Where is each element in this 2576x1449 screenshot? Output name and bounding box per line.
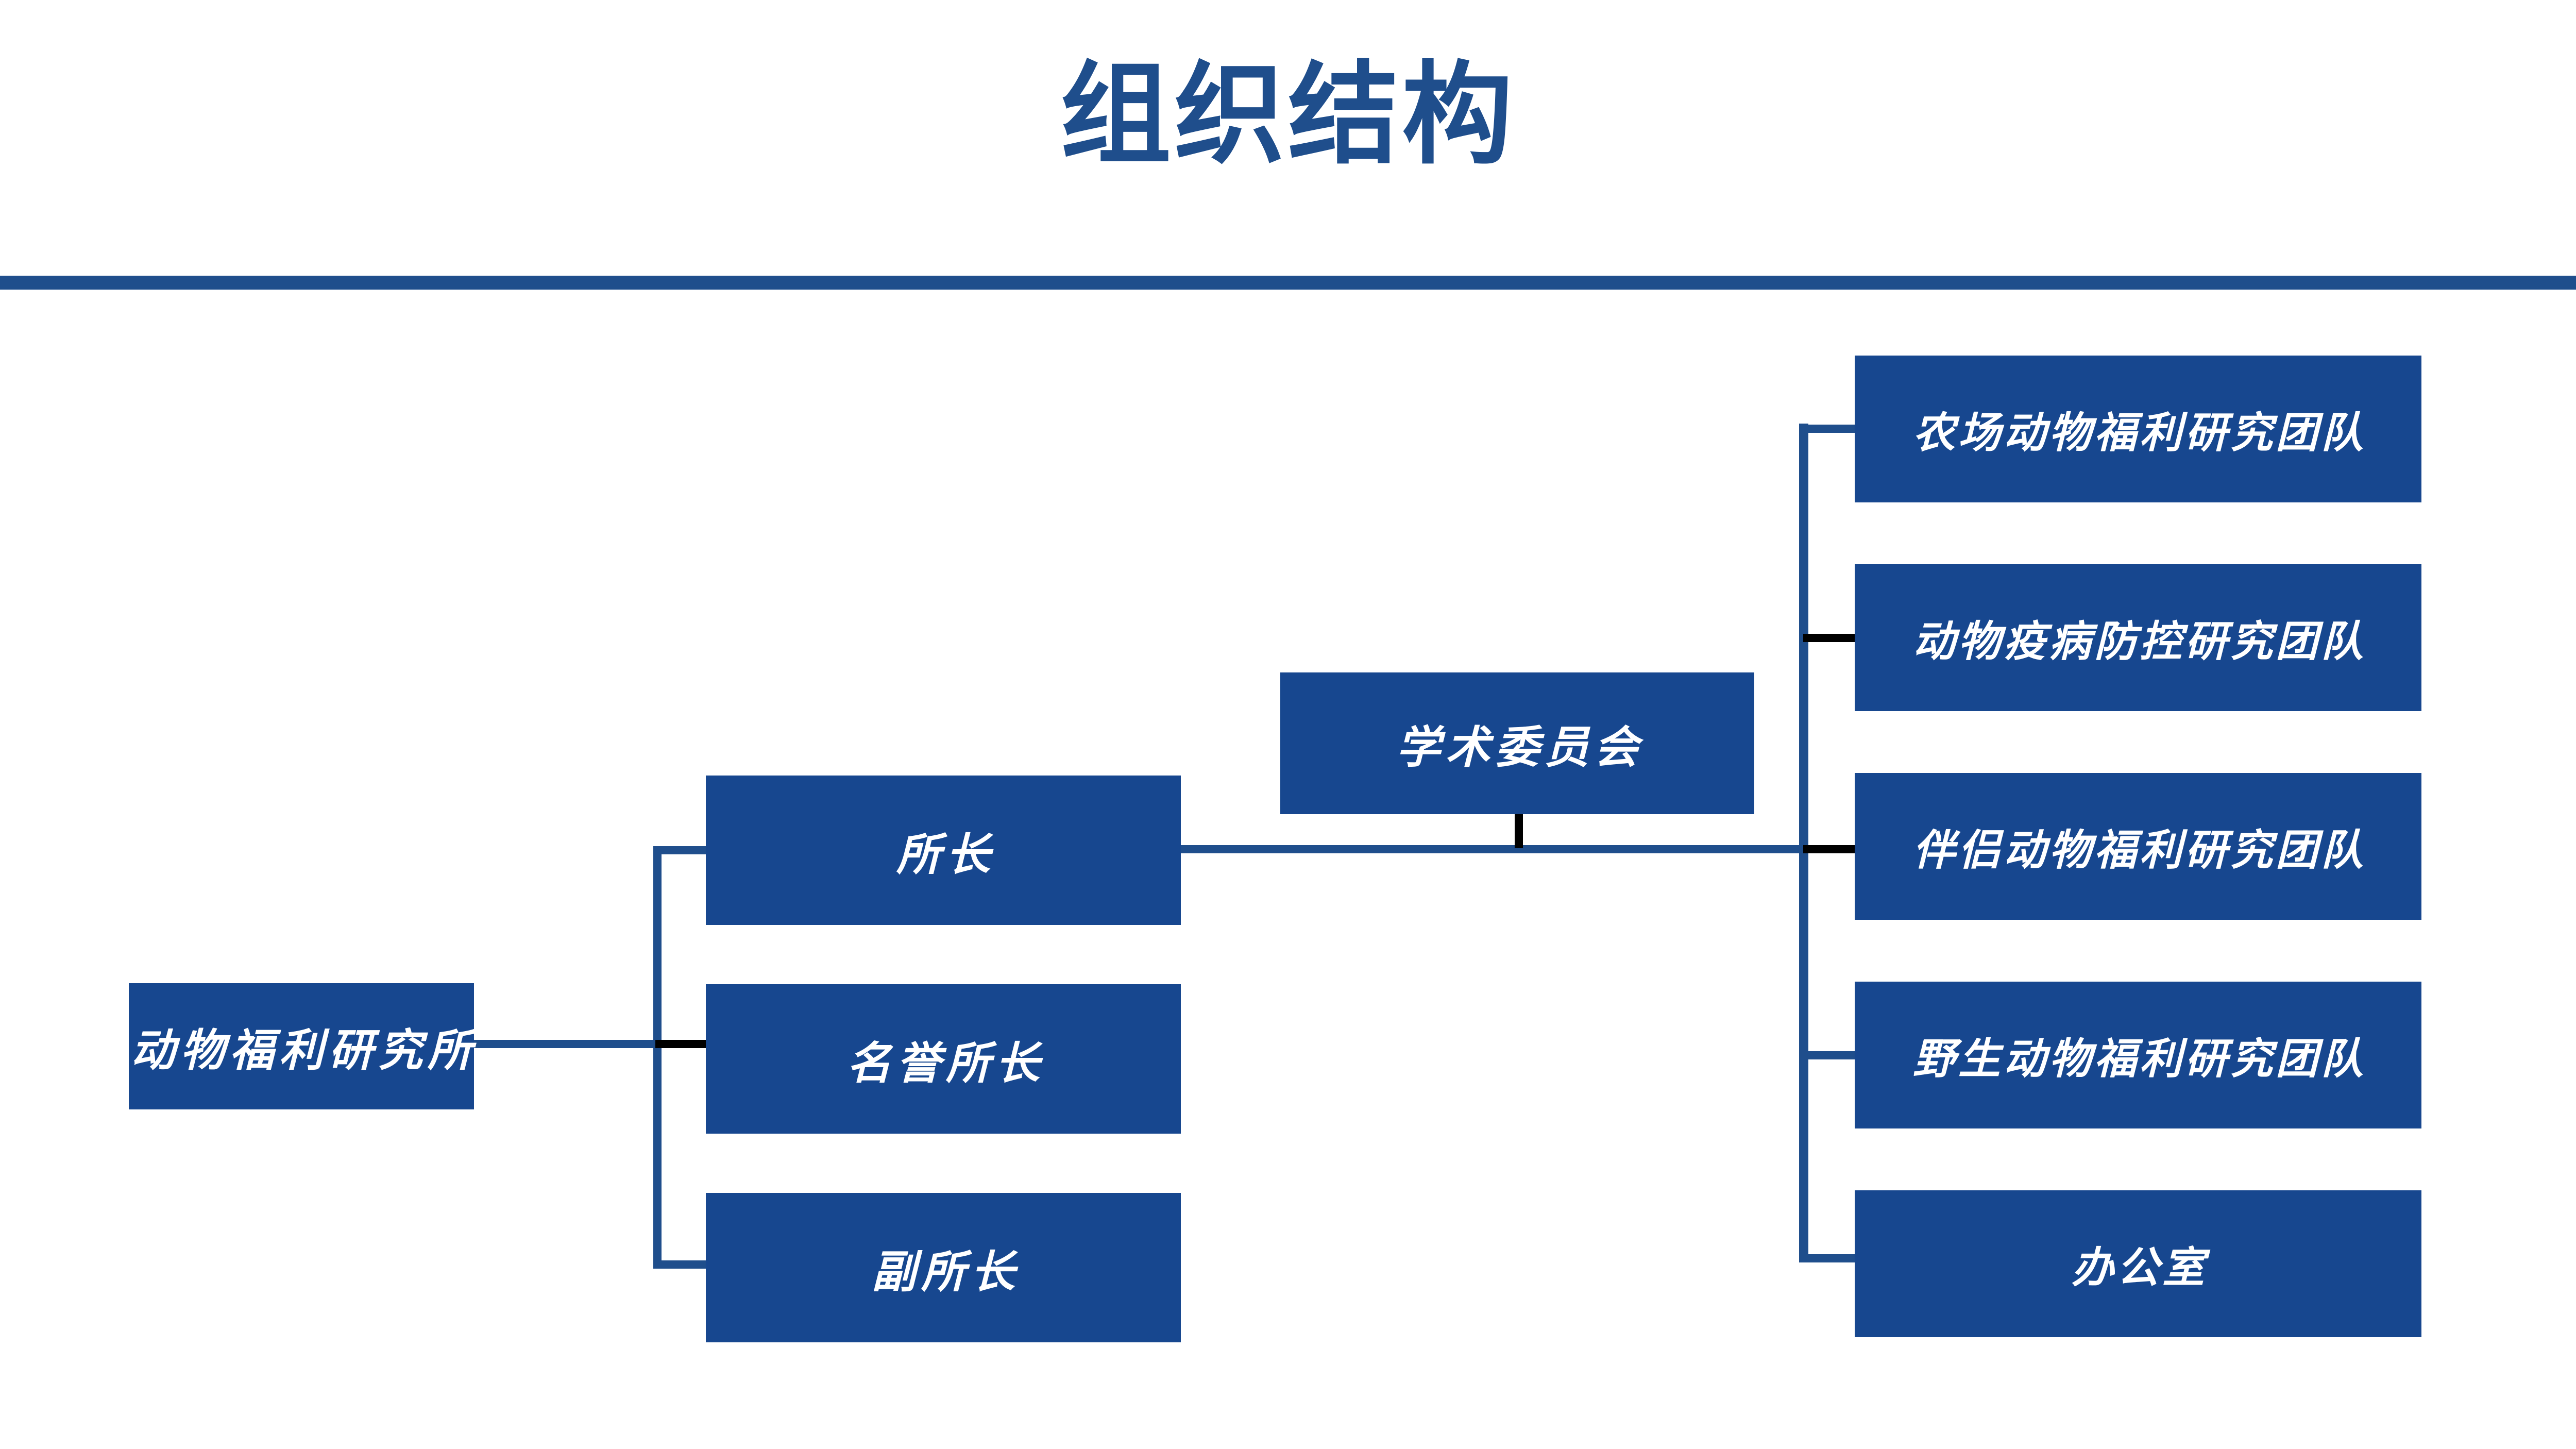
connector-right-bracket-spine (1799, 424, 1808, 1261)
connector-root-stub (474, 1040, 653, 1048)
node-deputy-director[interactable]: 副所长 (706, 1193, 1181, 1342)
connector-arm-team-disease-highlight (1803, 634, 1857, 642)
node-academic-committee[interactable]: 学术委员会 (1280, 672, 1754, 814)
connector-trunk-director-to-teams (1181, 845, 1807, 853)
connector-arm-honorary-director-highlight (655, 1040, 710, 1048)
connector-arm-team-farm (1799, 425, 1857, 433)
connector-arm-deputy-director (653, 1260, 710, 1269)
connector-arm-team-wildlife (1799, 1051, 1857, 1059)
node-office[interactable]: 办公室 (1855, 1190, 2421, 1337)
node-director[interactable]: 所长 (706, 776, 1181, 925)
node-animal-welfare-institute[interactable]: 动物福利研究所 (129, 983, 474, 1109)
page-title: 组织结构 (1060, 53, 1516, 177)
connector-committee-drop (1515, 814, 1523, 848)
node-honorary-director[interactable]: 名誉所长 (706, 984, 1181, 1134)
node-team-farm-animal-welfare[interactable]: 农场动物福利研究团队 (1855, 356, 2421, 502)
connector-arm-office (1799, 1254, 1857, 1262)
node-team-wildlife-welfare[interactable]: 野生动物福利研究团队 (1855, 982, 2421, 1128)
connector-arm-team-companion-highlight (1803, 845, 1857, 853)
node-team-animal-disease-control[interactable]: 动物疫病防控研究团队 (1855, 564, 2421, 711)
node-team-companion-animal-welfare[interactable]: 伴侣动物福利研究团队 (1855, 773, 2421, 920)
connector-left-bracket-spine (653, 846, 662, 1269)
title-divider-rule (0, 276, 2576, 290)
connector-arm-director (653, 846, 710, 854)
